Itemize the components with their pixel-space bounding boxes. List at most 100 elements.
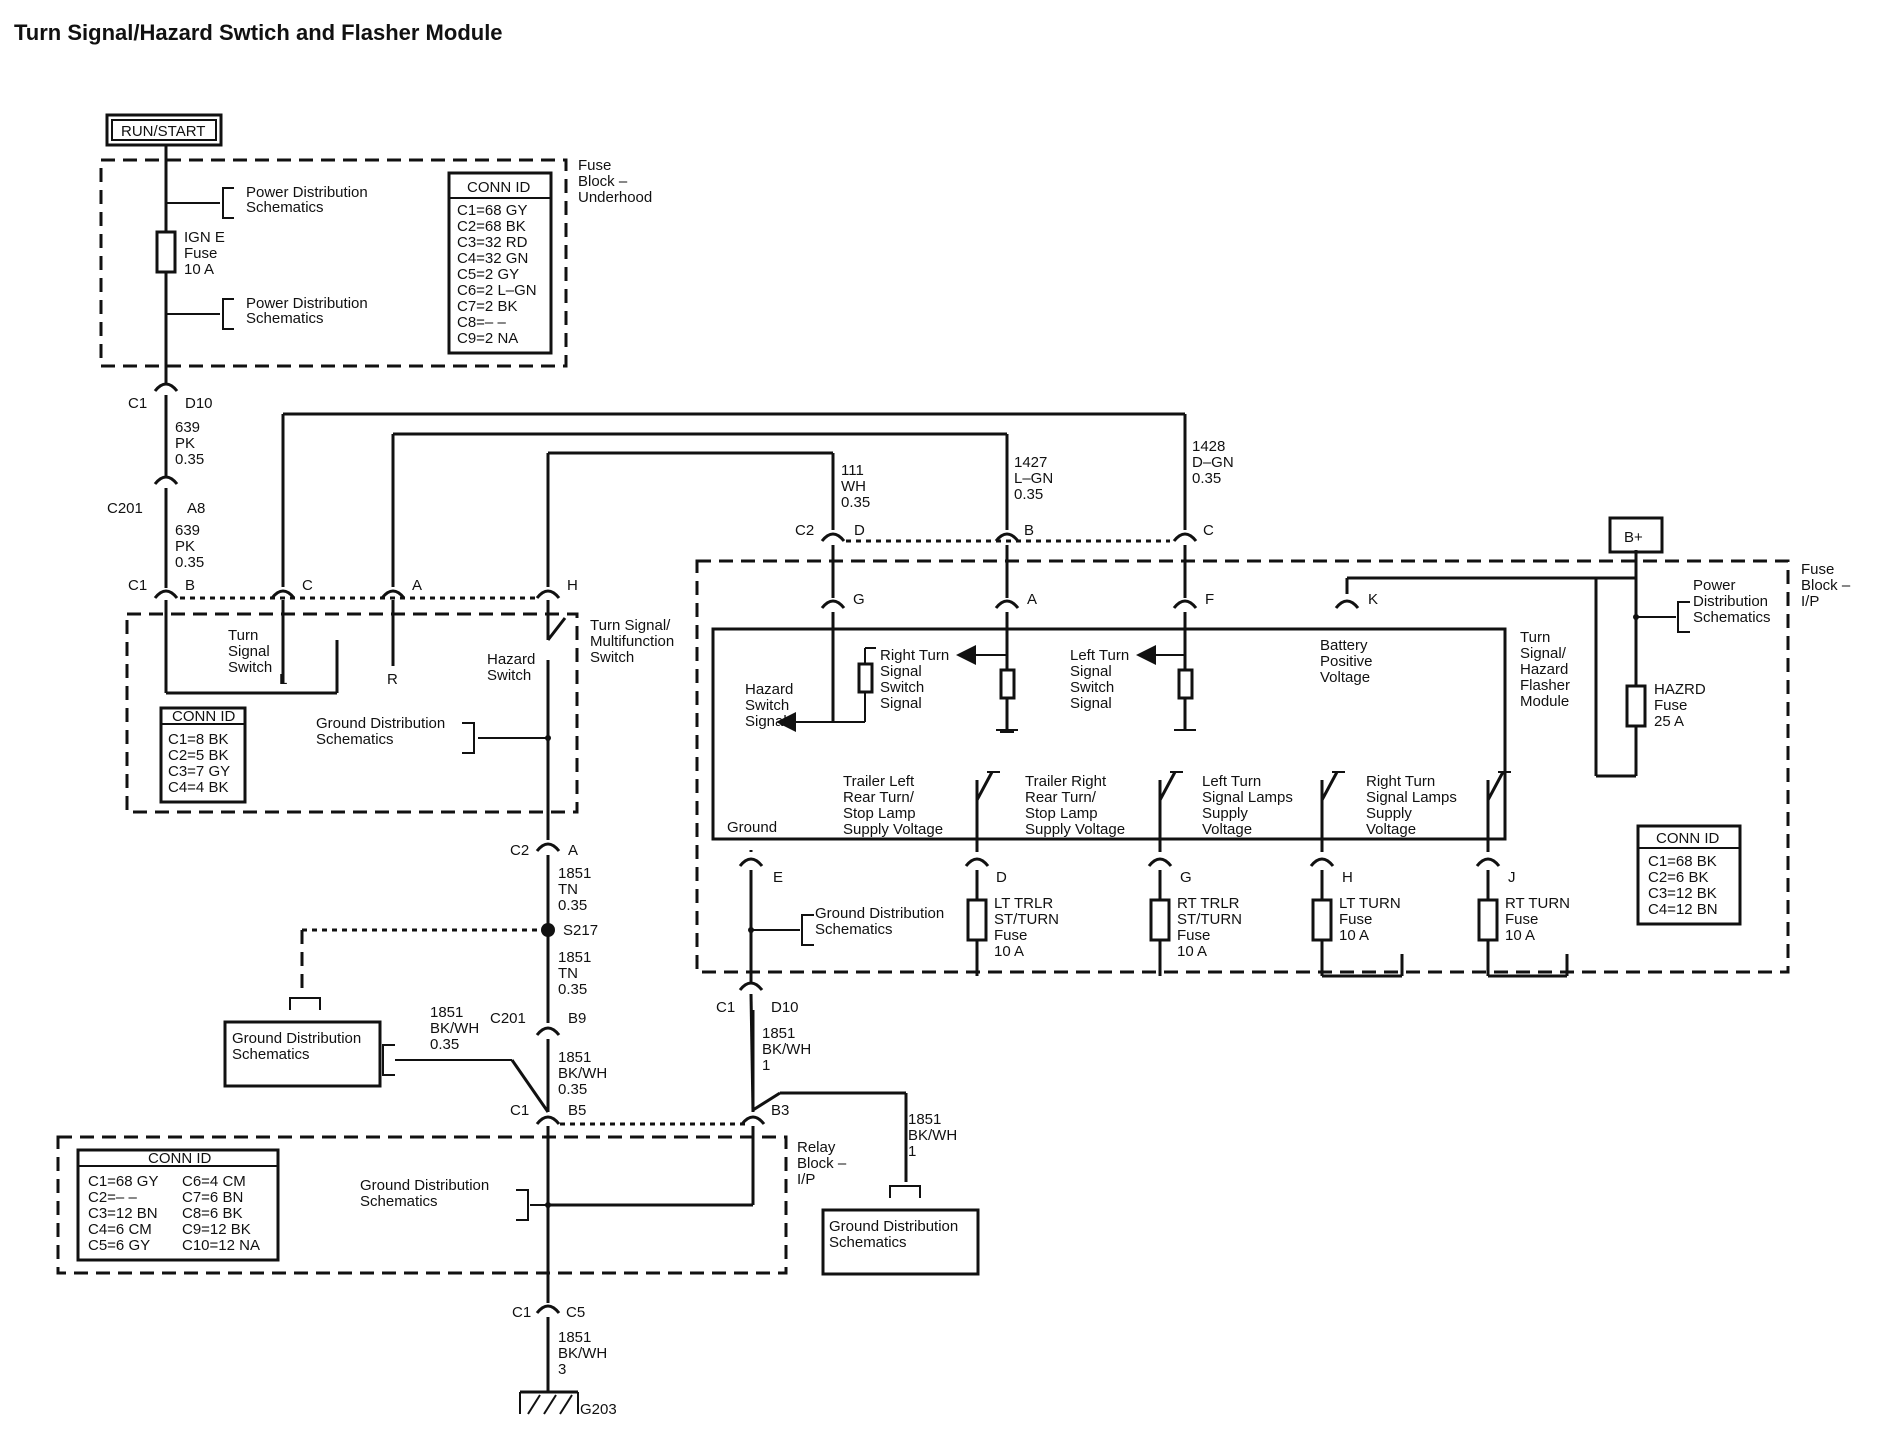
svg-text:TN: TN <box>558 881 578 898</box>
run-start-label: RUN/START <box>121 123 205 140</box>
pin-b3: B3 <box>771 1102 789 1119</box>
hazard-switch-signal-label: Hazard Switch Signal <box>745 681 793 730</box>
svg-text:1851: 1851 <box>558 1329 591 1346</box>
svg-text:Signal: Signal <box>880 695 922 712</box>
pds-label-top: Power Distribution Schematics <box>246 184 368 216</box>
svg-text:Stop Lamp: Stop Lamp <box>843 805 916 822</box>
svg-text:C2=68 BK: C2=68 BK <box>457 218 526 235</box>
svg-text:Left Turn: Left Turn <box>1202 773 1261 790</box>
c201-label-a8: C201 <box>107 500 143 517</box>
svg-text:Stop Lamp: Stop Lamp <box>1025 805 1098 822</box>
svg-text:RT TURN: RT TURN <box>1505 895 1570 912</box>
rt-trlr-fuse <box>1149 898 1171 942</box>
svg-text:Positive: Positive <box>1320 653 1373 670</box>
svg-text:BK/WH: BK/WH <box>430 1020 479 1037</box>
splice-s217-label: S217 <box>563 922 598 939</box>
svg-text:Right Turn: Right Turn <box>1366 773 1435 790</box>
left-turn-signal-label: Left Turn Signal Switch Signal <box>1070 647 1129 712</box>
conn-id-header-switch: CONN ID <box>172 708 236 725</box>
conn-id-header-underhood: CONN ID <box>467 179 531 196</box>
hazrd-fuse-label: HAZRD Fuse 25 A <box>1654 681 1706 730</box>
conn-id-col2-relay: C6=4 CM C7=6 BN C8=6 BK C9=12 BK C10=12 … <box>182 1173 260 1254</box>
svg-text:C5=6 GY: C5=6 GY <box>88 1237 150 1254</box>
svg-text:I/P: I/P <box>797 1171 815 1188</box>
svg-text:Schematics: Schematics <box>1693 609 1771 626</box>
svg-text:C2=– –: C2=– – <box>88 1189 137 1206</box>
svg-text:Power: Power <box>1693 577 1736 594</box>
svg-text:I/P: I/P <box>1801 593 1819 610</box>
svg-text:Module: Module <box>1520 693 1569 710</box>
pin-c5: C5 <box>566 1304 585 1321</box>
svg-text:Left Turn: Left Turn <box>1070 647 1129 664</box>
c2-label-a: C2 <box>510 842 529 859</box>
wire-1851-spec-2: 1851 TN 0.35 <box>558 949 591 998</box>
gds-label-relay: Ground Distribution Schematics <box>360 1177 489 1210</box>
pin-g-lower-flasher: G <box>1180 869 1192 886</box>
c1-label-d10: C1 <box>128 395 147 412</box>
svg-text:Power Distribution: Power Distribution <box>246 295 368 312</box>
fuse-block-ip-outline <box>695 559 1790 974</box>
pin-b-top: B <box>1024 522 1034 539</box>
hazard-switch-label: Hazard Switch <box>487 651 535 684</box>
pds-label-bottom: Power Distribution Schematics <box>246 295 368 327</box>
svg-text:Fuse: Fuse <box>578 157 611 174</box>
svg-text:1851: 1851 <box>430 1004 463 1021</box>
svg-text:Fuse: Fuse <box>1505 911 1538 928</box>
svg-text:Signal Lamps: Signal Lamps <box>1202 789 1293 806</box>
gds-box-left <box>223 1020 382 1088</box>
svg-text:10 A: 10 A <box>1339 927 1369 944</box>
svg-text:1428: 1428 <box>1192 438 1225 455</box>
relay-block-outline <box>56 1135 788 1275</box>
svg-text:LT TRLR: LT TRLR <box>994 895 1053 912</box>
svg-text:C3=32 RD: C3=32 RD <box>457 234 528 251</box>
wire-1428-label: 1428 D–GN 0.35 <box>1192 438 1234 487</box>
svg-text:639: 639 <box>175 522 200 539</box>
svg-text:Turn: Turn <box>1520 629 1550 646</box>
svg-text:BK/WH: BK/WH <box>908 1127 957 1144</box>
svg-text:Block –: Block – <box>797 1155 847 1172</box>
svg-text:Schematics: Schematics <box>232 1046 310 1063</box>
svg-text:Switch: Switch <box>228 659 272 676</box>
svg-text:Voltage: Voltage <box>1320 669 1370 686</box>
pin-d-flasher: D <box>996 869 1007 886</box>
svg-text:0.35: 0.35 <box>558 897 587 914</box>
svg-text:Signal: Signal <box>228 643 270 660</box>
svg-text:Schematics: Schematics <box>246 310 324 327</box>
svg-text:Right Turn: Right Turn <box>880 647 949 664</box>
svg-text:0.35: 0.35 <box>558 981 587 998</box>
gds-box-right <box>821 1208 980 1276</box>
pin-j-flasher: J <box>1508 869 1516 886</box>
wire-639-spec-1: 639 PK 0.35 <box>175 419 204 468</box>
c2-label-top: C2 <box>795 522 814 539</box>
wire-1851-right-spec: 1851 BK/WH 1 <box>908 1111 957 1160</box>
svg-text:TN: TN <box>558 965 578 982</box>
svg-text:Signal: Signal <box>745 713 787 730</box>
diagram-title: Turn Signal/Hazard Swtich and Flasher Mo… <box>14 20 503 45</box>
svg-text:Rear Turn/: Rear Turn/ <box>843 789 915 806</box>
svg-text:C9=2 NA: C9=2 NA <box>457 330 518 347</box>
wire-1427-label: 1427 L–GN 0.35 <box>1014 454 1053 503</box>
right-turn-lamps-label: Right Turn Signal Lamps Supply Voltage <box>1366 773 1457 838</box>
svg-text:0.35: 0.35 <box>1014 486 1043 503</box>
svg-text:HAZRD: HAZRD <box>1654 681 1706 698</box>
svg-text:1: 1 <box>762 1057 770 1074</box>
svg-text:C3=12 BK: C3=12 BK <box>1648 885 1717 902</box>
relay-block-label: Relay Block – I/P <box>797 1139 847 1188</box>
wire-1851-d10-spec: 1851 BK/WH 1 <box>762 1025 811 1074</box>
svg-text:Voltage: Voltage <box>1202 821 1252 838</box>
conn-id-col1-relay: C1=68 GY C2=– – C3=12 BN C4=6 CM C5=6 GY <box>88 1173 158 1254</box>
svg-text:Fuse: Fuse <box>994 927 1027 944</box>
left-turn-lamps-label: Left Turn Signal Lamps Supply Voltage <box>1202 773 1293 838</box>
conn-id-box-relay <box>76 1148 280 1262</box>
svg-text:Schematics: Schematics <box>360 1193 438 1210</box>
svg-text:Ground Distribution: Ground Distribution <box>815 905 944 922</box>
a8-label: A8 <box>187 500 205 517</box>
trailer-left-label: Trailer Left Rear Turn/ Stop Lamp Supply… <box>843 773 943 838</box>
svg-text:1: 1 <box>908 1143 916 1160</box>
svg-text:C8=– –: C8=– – <box>457 314 506 331</box>
svg-text:C1=68 GY: C1=68 GY <box>88 1173 158 1190</box>
svg-text:Signal: Signal <box>1070 695 1112 712</box>
svg-text:C4=12 BN: C4=12 BN <box>1648 901 1718 918</box>
svg-text:1851: 1851 <box>908 1111 941 1128</box>
lt-trlr-fuse <box>966 898 988 942</box>
